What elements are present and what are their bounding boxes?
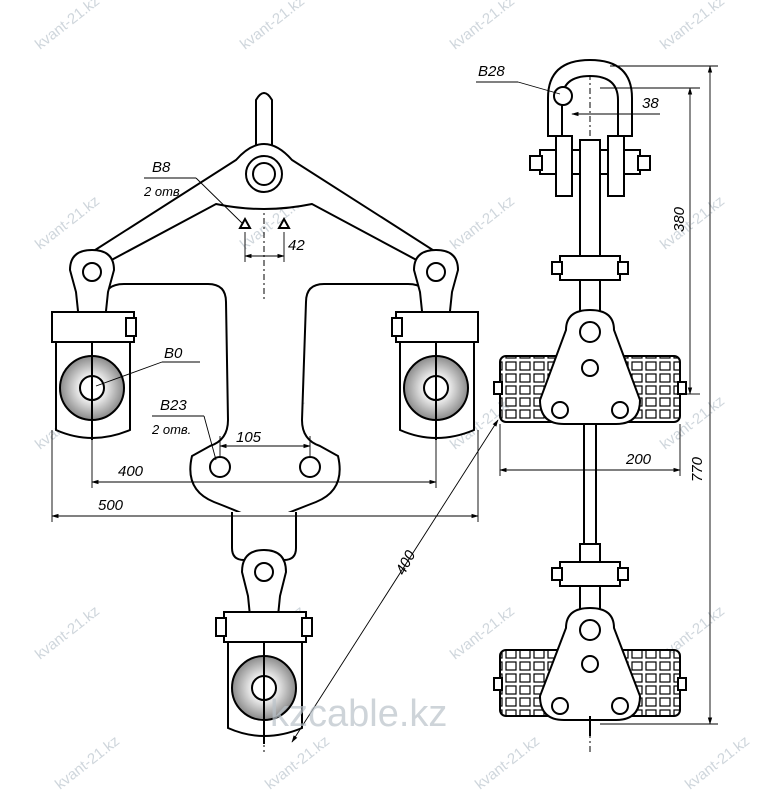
hole-top-count: 2 отв. <box>143 184 183 199</box>
hole-mid-count: 2 отв. <box>151 422 191 437</box>
b8-leader <box>195 177 244 225</box>
shackle-leg-right <box>607 135 625 197</box>
shackle-pin-hole <box>553 86 573 106</box>
left-link-hole <box>82 262 102 282</box>
dim-200-label: 200 <box>625 451 652 468</box>
side-view: В28 38 380 770 200 <box>476 58 718 752</box>
hole-top-label: В8 <box>152 159 171 176</box>
watermark-logo: kzcable.kz <box>270 693 447 735</box>
main-t-plate <box>103 283 429 535</box>
upper-damper-bolt-right <box>611 401 629 419</box>
watermark-tile: kvant-21.kz <box>472 733 543 794</box>
watermark-tile: kvant-21.kz <box>32 603 103 664</box>
upper-damper <box>493 308 687 425</box>
upper-strap <box>579 139 601 325</box>
upper-yoke-plate <box>90 143 438 266</box>
bore-label: В0 <box>164 345 183 362</box>
shackle-leg-left <box>555 135 573 197</box>
upper-damper-end-right <box>677 381 687 395</box>
dim-500-label: 500 <box>98 497 124 514</box>
right-link-hole <box>426 262 446 282</box>
watermark-tile: kvant-21.kz <box>447 0 518 53</box>
watermark-tile: kvant-21.kz <box>237 0 308 53</box>
left-clamp-body <box>51 311 135 343</box>
lower-strap-bolt <box>559 561 621 587</box>
dim-42-label: 42 <box>288 237 305 254</box>
upper-damper-pivot <box>579 321 601 343</box>
dim-400-label: 400 <box>118 463 144 480</box>
lower-damper-pivot <box>579 619 601 641</box>
left-clamp <box>51 311 137 440</box>
b0-leader <box>95 361 163 387</box>
bottom-link-hole <box>254 562 274 582</box>
lower-damper-bolt-left <box>551 697 569 715</box>
dim-770-label: 770 <box>689 456 706 482</box>
left-clamp-bolt <box>125 317 137 337</box>
lower-damper-bolt-right <box>611 697 629 715</box>
right-clamp <box>391 311 479 440</box>
upper-damper-bolt-left <box>551 401 569 419</box>
upper-damper-end-left <box>493 381 503 395</box>
bottom-clamp-bolt-left <box>215 617 227 637</box>
right-clamp-bolt <box>391 317 403 337</box>
dim-38-label: 38 <box>642 95 659 112</box>
lower-damper-bolt-top <box>581 655 599 673</box>
watermark-tile: kvant-21.kz <box>262 733 333 794</box>
watermark-tile: kvant-21.kz <box>32 193 103 254</box>
dim-105-label: 105 <box>236 429 262 446</box>
plate-hole-left <box>209 456 231 478</box>
upper-strap-nut-left <box>551 261 563 275</box>
upper-damper-bolt-top <box>581 359 599 377</box>
left-link <box>68 248 116 331</box>
lower-strap-nut-right <box>617 567 629 581</box>
lower-strap-nut-left <box>551 567 563 581</box>
upper-strap-nut-right <box>617 261 629 275</box>
b23-leader <box>203 415 217 461</box>
watermark-tile: kvant-21.kz <box>52 733 123 794</box>
lower-damper-end-right <box>677 677 687 691</box>
top-lug <box>255 92 273 147</box>
shackle-nut-right <box>637 155 651 171</box>
shackle-nut-left <box>529 155 543 171</box>
dim-diag-400-line <box>291 419 499 743</box>
right-clamp-body <box>395 311 479 343</box>
front-view: 42 В8 2 отв. В0 В23 2 отв. 105 400 500 4… <box>51 92 499 752</box>
lower-damper-end-left <box>493 677 503 691</box>
plate-hole-right <box>299 456 321 478</box>
bottom-clamp-bolt-right <box>301 617 313 637</box>
watermark-tile: kvant-21.kz <box>657 193 728 254</box>
small-hole-right <box>277 216 291 229</box>
watermark-tile: kvant-21.kz <box>682 733 753 794</box>
hole-mid-label: В23 <box>160 397 187 414</box>
bottom-clamp-body <box>223 611 307 643</box>
upper-strap-bolt <box>559 255 621 281</box>
bottom-clamp <box>215 611 313 744</box>
b28-leader <box>517 81 561 95</box>
middle-rod <box>583 423 597 545</box>
dim-diag-400-label: 400 <box>393 547 420 578</box>
watermark-tile: kvant-21.kz <box>657 0 728 53</box>
yoke-center-bore <box>252 162 276 186</box>
watermark-tile: kvant-21.kz <box>447 193 518 254</box>
shackle-label: В28 <box>478 63 505 80</box>
lower-damper <box>493 606 687 736</box>
right-link <box>412 248 460 331</box>
small-hole-left <box>238 216 252 229</box>
dim-380-label: 380 <box>671 206 688 232</box>
watermark-tile: kvant-21.kz <box>32 0 103 53</box>
